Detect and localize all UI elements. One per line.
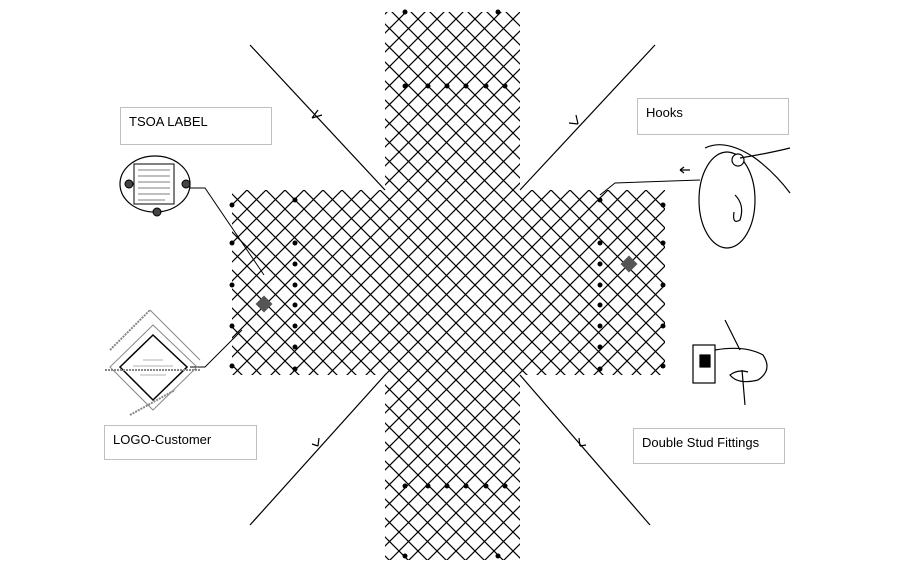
tension-arrows (249, 44, 656, 526)
double-stud-text: Double Stud Fittings (642, 435, 760, 450)
customer-logo-image (105, 309, 201, 416)
leader-lines (190, 179, 701, 368)
tsoa-label-text: TSOA LABEL (129, 114, 208, 129)
edge-fittings (229, 9, 666, 559)
double-stud-callout: Double Stud Fittings (633, 428, 785, 464)
hooks-text: Hooks (646, 105, 683, 120)
logo-customer-callout: LOGO-Customer (104, 425, 257, 460)
tsoa-label-image (119, 155, 191, 217)
hook-image (679, 144, 791, 249)
double-stud-fitting-image (692, 319, 768, 406)
tsoa-label-callout: TSOA LABEL (120, 107, 272, 145)
logo-customer-text: LOGO-Customer (113, 432, 212, 447)
label-patches (255, 255, 638, 313)
hooks-callout: Hooks (637, 98, 789, 135)
